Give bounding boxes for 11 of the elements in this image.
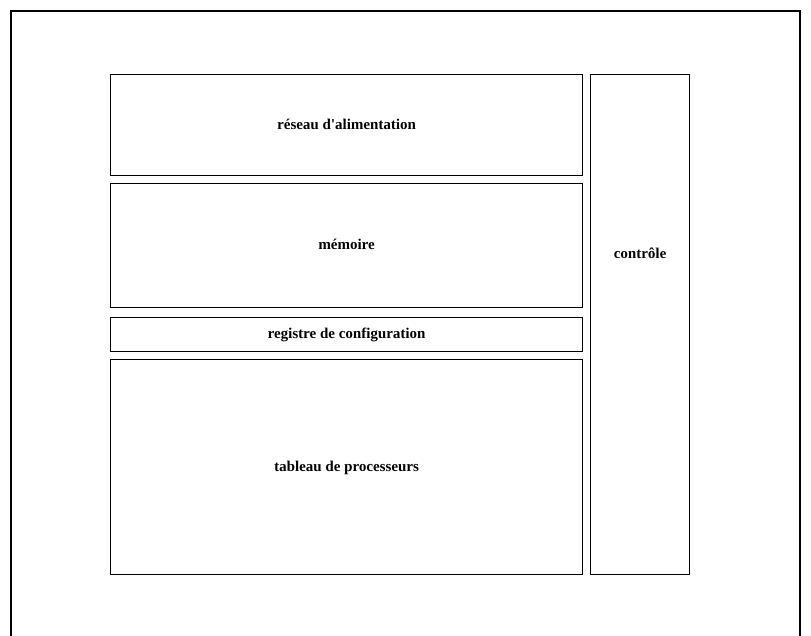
- block-box: [110, 317, 583, 352]
- block-label: registre de configuration: [268, 325, 426, 344]
- block-box: [110, 74, 583, 176]
- block-label: contrôle: [614, 245, 666, 264]
- block-label: tableau de processeurs: [274, 458, 419, 477]
- block-box: [110, 183, 583, 308]
- frame-border: [10, 10, 801, 636]
- block-box: [110, 359, 583, 575]
- block-label: mémoire: [318, 236, 375, 256]
- block-label: réseau d'alimentation: [277, 116, 416, 135]
- block-box: [590, 74, 690, 575]
